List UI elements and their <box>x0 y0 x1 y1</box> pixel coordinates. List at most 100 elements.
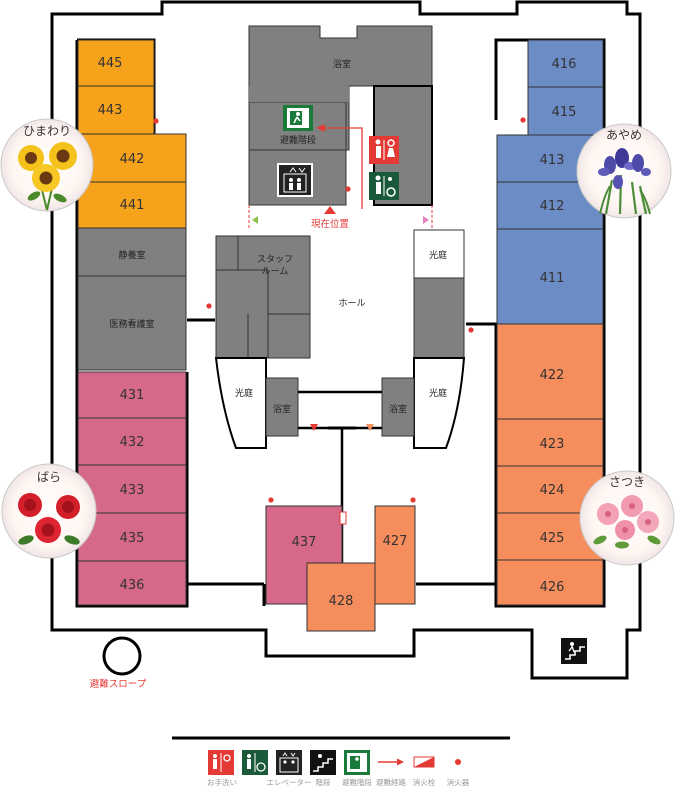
current-position-marker: 現在位置 <box>311 206 349 230</box>
unit-satsuki-badge[interactable]: さつき <box>579 470 675 566</box>
room-437-number: 437 <box>292 535 317 550</box>
bath-right-label: 浴室 <box>389 403 407 415</box>
right-center-block: 光庭 <box>413 229 465 359</box>
room-435-number: 435 <box>120 531 145 546</box>
room-428[interactable] <box>306 562 376 632</box>
room-432-number: 432 <box>120 435 145 450</box>
restroom-icon <box>369 136 399 164</box>
satsuki-unit: 422 423 424 425 426 <box>496 323 604 606</box>
courtyard-right-top[interactable] <box>413 229 465 279</box>
medical-room[interactable] <box>77 275 187 371</box>
room-431-number: 431 <box>120 388 145 403</box>
legend-stairs: 階段 <box>310 750 336 787</box>
legend-evacuation-route-label: 避難経路 <box>376 777 406 787</box>
elevator-icon <box>277 163 313 197</box>
room-427[interactable] <box>374 505 416 605</box>
room-442[interactable] <box>77 133 187 183</box>
room-427-number: 427 <box>383 534 408 549</box>
door-marker-green <box>252 216 258 224</box>
stairs-icon <box>561 638 587 664</box>
sunflower-icon <box>18 142 77 211</box>
bath-left-label: 浴室 <box>273 403 291 415</box>
room-432[interactable] <box>77 417 187 466</box>
courtyard-right-label: 光庭 <box>429 387 447 399</box>
room-441-number: 441 <box>120 198 145 213</box>
courtyard-right-top-label: 光庭 <box>429 249 447 261</box>
legend-fire-extinguisher: 消火器 <box>447 759 470 787</box>
room-445-number: 445 <box>98 56 123 71</box>
room-423-number: 423 <box>540 437 565 452</box>
room-436-number: 436 <box>120 578 145 593</box>
room-426-number: 426 <box>540 580 565 595</box>
room-413-number: 413 <box>540 153 565 168</box>
room-436[interactable] <box>77 560 187 606</box>
bath-left: 浴室 <box>265 377 299 437</box>
unit-ayame-badge[interactable]: あやめ <box>576 123 672 219</box>
legend-stairs-label: 階段 <box>316 777 331 787</box>
room-415-number: 415 <box>552 105 577 120</box>
unit-bara-name: ばら <box>37 470 61 484</box>
door-marker-orange-right <box>366 424 374 431</box>
room-423[interactable] <box>496 418 604 467</box>
stairs-label: 避難階段 <box>280 134 316 146</box>
evacuation-route <box>316 123 363 209</box>
room-431[interactable] <box>77 371 187 419</box>
fire-extinguishers <box>153 117 526 503</box>
room-422[interactable] <box>496 323 604 420</box>
left-shared-rooms: 静養室 医務看護室 <box>77 227 187 371</box>
bottom-center-rooms: 437 427 428 <box>265 505 416 632</box>
room-441[interactable] <box>77 181 187 229</box>
hall-label: ホール <box>338 298 365 309</box>
unit-himawari-badge[interactable]: ひまわり <box>0 118 94 212</box>
courtyard-right: 光庭 <box>413 357 466 449</box>
room-426[interactable] <box>496 559 604 606</box>
rest-room[interactable] <box>77 227 187 277</box>
room-428-number: 428 <box>329 594 354 609</box>
room-416-number: 416 <box>552 57 577 72</box>
room-425-number: 425 <box>540 531 565 546</box>
rest-room-label: 静養室 <box>118 249 145 261</box>
accessible-restroom-icon <box>369 172 399 200</box>
legend-fire-extinguisher-label: 消火器 <box>447 777 470 787</box>
bath-right: 浴室 <box>381 377 415 437</box>
right-center-grey-room[interactable] <box>413 277 465 359</box>
staff-room-label-2: ルーム <box>262 266 289 277</box>
room-416[interactable] <box>527 39 604 88</box>
legend-elevator: エレベーター <box>267 750 312 787</box>
legend-emergency-exit: 避難階段 <box>342 750 372 787</box>
room-442-number: 442 <box>120 152 145 167</box>
evacuation-slope: 避難スロープ <box>90 636 147 690</box>
courtyard-left-label: 光庭 <box>235 387 253 399</box>
legend-restroom-label: お手洗い <box>207 777 237 787</box>
legend-accessible-restroom <box>242 750 268 775</box>
room-424-number: 424 <box>540 483 565 498</box>
ayame-unit: 416 415 413 412 411 <box>496 39 604 325</box>
rose-icon <box>18 493 80 545</box>
room-445[interactable] <box>77 39 155 87</box>
room-443[interactable] <box>77 85 155 135</box>
legend: お手洗い エレベーター 階段 避難階段 <box>172 736 510 787</box>
fire-hydrant-marker-center <box>339 511 347 525</box>
courtyard-left: 光庭 <box>214 357 267 449</box>
medical-room-label: 医務看護室 <box>109 318 154 330</box>
room-411-number: 411 <box>540 271 565 286</box>
bara-unit: 431 432 433 435 436 <box>77 371 187 606</box>
azalea-icon <box>593 495 661 549</box>
slope-label: 避難スロープ <box>90 678 147 690</box>
unit-bara-badge[interactable]: ばら <box>1 463 97 559</box>
door-marker-pink <box>423 216 429 224</box>
legend-restroom: お手洗い <box>207 750 237 787</box>
emergency-exit-icon <box>283 105 313 131</box>
unit-satsuki-name: さつき <box>609 475 645 489</box>
room-443-number: 443 <box>98 103 123 118</box>
current-position-label: 現在位置 <box>311 218 349 230</box>
room-415[interactable] <box>527 86 604 136</box>
legend-fire-hydrant-label: 消火栓 <box>413 777 436 787</box>
room-433-number: 433 <box>120 483 145 498</box>
legend-elevator-label: エレベーター <box>267 778 312 787</box>
legend-evacuation-route: 避難経路 <box>376 758 406 787</box>
unit-himawari-name: ひまわり <box>23 124 71 138</box>
building-outline <box>50 0 642 680</box>
room-411[interactable] <box>496 228 604 325</box>
